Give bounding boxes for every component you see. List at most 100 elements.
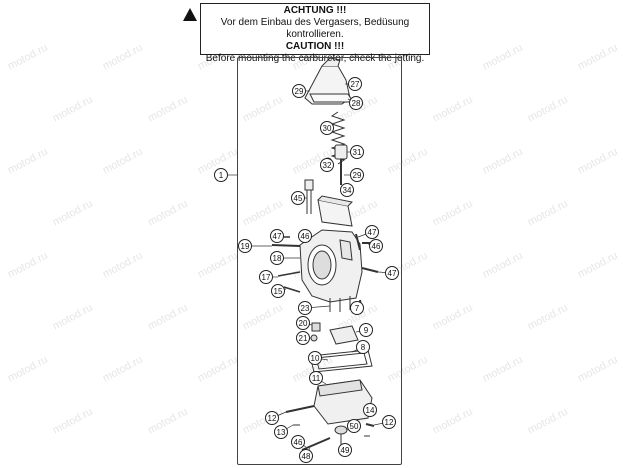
- watermark-text: motod.ru: [146, 406, 190, 437]
- callout-circle: [299, 449, 313, 463]
- callout-number: 18: [273, 254, 282, 263]
- callout-number: 10: [311, 354, 320, 363]
- callout-31: 31: [350, 145, 364, 159]
- callout-number: 32: [323, 161, 332, 170]
- caution-note: ACHTUNG !!! Vor dem Einbau des Vergasers…: [200, 3, 430, 64]
- callout-number: 20: [299, 319, 308, 328]
- callout-29: 29: [292, 84, 306, 98]
- callout-46b: 46: [369, 239, 383, 253]
- watermark-text: motod.ru: [101, 354, 145, 385]
- callout-number: 29: [353, 171, 362, 180]
- watermark-text: motod.ru: [6, 42, 50, 73]
- callout-34: 34: [340, 183, 354, 197]
- watermark-text: motod.ru: [51, 198, 95, 229]
- watermark-text: motod.ru: [6, 250, 50, 281]
- watermark-text: motod.ru: [101, 250, 145, 281]
- callout-number: 46: [301, 232, 310, 241]
- watermark-text: motod.ru: [576, 250, 620, 281]
- callout-circle: [296, 316, 310, 330]
- watermark-text: motod.ru: [576, 146, 620, 177]
- callout-9: 9: [359, 323, 373, 337]
- callout-number: 48: [302, 452, 311, 461]
- callout-number: 34: [343, 186, 352, 195]
- callout-48: 48: [299, 449, 313, 463]
- callout-number: 9: [364, 326, 369, 335]
- callout-circle: [274, 425, 288, 439]
- callout-circle: [308, 351, 322, 365]
- callout-47: 47: [270, 229, 284, 243]
- watermark-text: motod.ru: [146, 198, 190, 229]
- callout-8: 8: [356, 340, 370, 354]
- watermark-text: motod.ru: [481, 146, 525, 177]
- watermark-text: motod.ru: [576, 42, 620, 73]
- watermark-text: motod.ru: [101, 146, 145, 177]
- bowl-gasket-part: [309, 349, 373, 373]
- watermark-text: motod.ru: [51, 94, 95, 125]
- callout-46: 46: [298, 229, 312, 243]
- callout-17: 17: [259, 270, 273, 284]
- callout-circle: [298, 229, 312, 243]
- callout-49: 49: [338, 443, 352, 457]
- callout-29b: 29: [350, 168, 364, 182]
- watermark-text: motod.ru: [6, 354, 50, 385]
- callout-circle: [369, 239, 383, 253]
- callout-circle: [347, 419, 361, 433]
- callout-number: 31: [353, 148, 362, 157]
- watermark-text: motod.ru: [431, 94, 475, 125]
- caution-text-de: Vor dem Einbau des Vergasers, Bedüsung k…: [220, 17, 410, 40]
- callout-number: 12: [385, 418, 394, 427]
- callout-number: 30: [323, 124, 332, 133]
- callout-circle: [291, 435, 305, 449]
- callout-45: 45: [291, 191, 305, 205]
- callout-circle: [348, 77, 362, 91]
- watermark-text: motod.ru: [431, 406, 475, 437]
- callout-11: 11: [309, 371, 323, 385]
- callout-23: 23: [298, 301, 312, 315]
- callout-circle: [350, 301, 364, 315]
- callout-number: 15: [274, 287, 283, 296]
- watermark-text: motod.ru: [526, 302, 570, 333]
- callout-32: 32: [320, 158, 334, 172]
- callout-circle: [270, 251, 284, 265]
- callout-50: 50: [347, 419, 361, 433]
- caution-title-en: CAUTION !!!: [285, 41, 345, 52]
- callout-47c: 47: [385, 266, 399, 280]
- callout-circle: [350, 168, 364, 182]
- callout-number: 8: [361, 343, 366, 352]
- watermark-text: motod.ru: [196, 250, 240, 281]
- callout-46c: 46: [291, 435, 305, 449]
- callout-circle: [320, 158, 334, 172]
- callout-13: 13: [274, 425, 288, 439]
- watermark-text: motod.ru: [431, 198, 475, 229]
- callout-number: 14: [366, 406, 375, 415]
- callout-12b: 12: [382, 415, 396, 429]
- callout-circle: [340, 183, 354, 197]
- watermark-text: motod.ru: [526, 406, 570, 437]
- idle-screw-part: [304, 179, 314, 214]
- callout-18: 18: [270, 251, 284, 265]
- callout-circle: [271, 284, 285, 298]
- watermark-text: motod.ru: [51, 302, 95, 333]
- callout-number: 13: [277, 428, 286, 437]
- callout-21: 21: [296, 331, 310, 345]
- watermark-text: motod.ru: [431, 302, 475, 333]
- callout-circle: [382, 415, 396, 429]
- callout-10: 10: [308, 351, 322, 365]
- callout-20: 20: [296, 316, 310, 330]
- watermark-text: motod.ru: [6, 146, 50, 177]
- watermark-text: motod.ru: [101, 42, 145, 73]
- callout-circle: [259, 270, 273, 284]
- watermark-text: motod.ru: [481, 250, 525, 281]
- watermark-text: motod.ru: [576, 354, 620, 385]
- watermark-text: motod.ru: [146, 302, 190, 333]
- watermark-text: motod.ru: [481, 42, 525, 73]
- callout-number: 50: [350, 422, 359, 431]
- callout-circle: [356, 340, 370, 354]
- callout-number: 17: [262, 273, 271, 282]
- callout-circle: [363, 403, 377, 417]
- callout-19: 19: [238, 239, 252, 253]
- callout-number: 12: [268, 414, 277, 423]
- callout-28: 28: [349, 96, 363, 110]
- callout-number: 7: [355, 304, 360, 313]
- callout-number: 29: [295, 87, 304, 96]
